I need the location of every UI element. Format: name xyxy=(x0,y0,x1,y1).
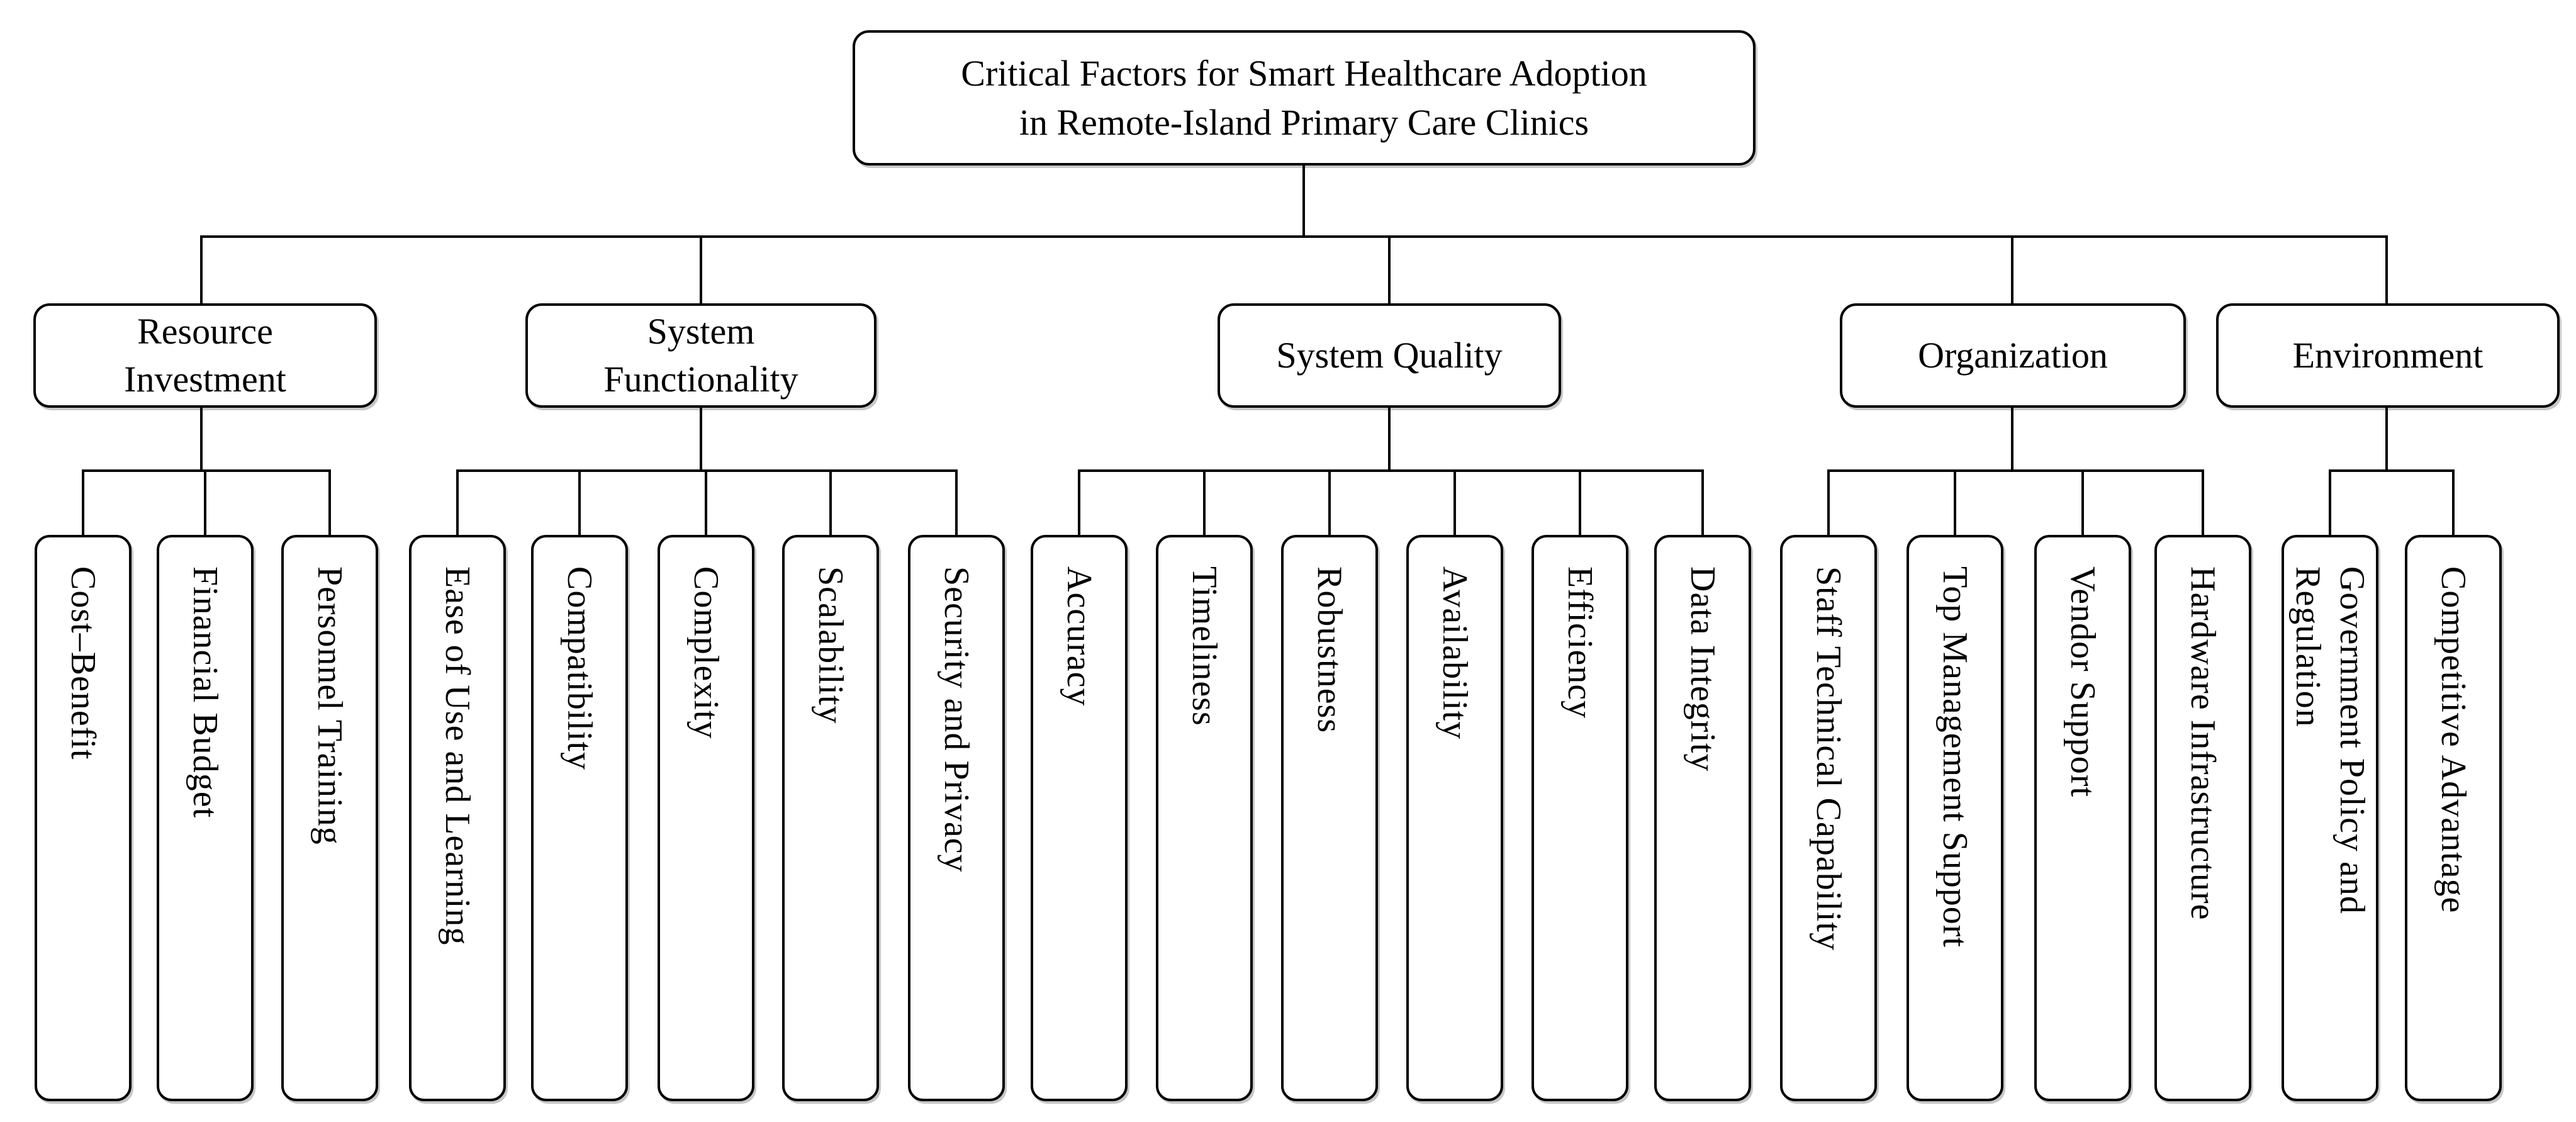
leaf-label: Complexity xyxy=(686,566,725,739)
category-label: System Quality xyxy=(1276,335,1503,376)
category-label: Organization xyxy=(1918,335,2108,376)
leaf-label: Hardware Infrastructure xyxy=(2183,566,2222,921)
leaf-ease-of-use-and-learning: Ease of Use and Learning xyxy=(409,535,506,1101)
leaf-label: Financial Budget xyxy=(186,566,225,819)
leaf-label: Personnel Training xyxy=(310,566,349,845)
leaf-competitive-advantage: Competitive Advantage xyxy=(2405,535,2502,1101)
leaf-security-and-privacy: Security and Privacy xyxy=(908,535,1005,1101)
leaf-scalability: Scalability xyxy=(782,535,879,1101)
leaf-hardware-infrastructure: Hardware Infrastructure xyxy=(2154,535,2251,1101)
leaf-robustness: Robustness xyxy=(1281,535,1378,1101)
category-organization: Organization xyxy=(1840,303,2186,408)
leaf-label: Top Management Support xyxy=(1935,566,1974,948)
category-environment: Environment xyxy=(2216,303,2560,408)
leaf-top-management-support: Top Management Support xyxy=(1907,535,2003,1101)
leaf-label: Security and Privacy xyxy=(937,566,976,873)
leaf-staff-technical-capability: Staff Technical Capability xyxy=(1780,535,1877,1101)
category-label: System Functionality xyxy=(603,311,798,400)
leaf-government-policy-and-regulation: Government Policy and Regulation xyxy=(2282,535,2378,1101)
leaf-financial-budget: Financial Budget xyxy=(157,535,254,1101)
root-node-label: Critical Factors for Smart Healthcare Ad… xyxy=(961,49,1647,147)
leaf-label: Timeliness xyxy=(1185,566,1224,726)
leaf-data-integrity: Data Integrity xyxy=(1654,535,1751,1101)
leaf-label: Competitive Advantage xyxy=(2434,566,2473,914)
category-system-quality: System Quality xyxy=(1218,303,1561,408)
leaf-label: Government Policy and Regulation xyxy=(2288,566,2372,914)
category-label: Environment xyxy=(2292,335,2484,376)
leaf-label: Data Integrity xyxy=(1683,566,1722,772)
leaf-label: Vendor Support xyxy=(2063,566,2102,798)
root-title-line1: Critical Factors for Smart Healthcare Ad… xyxy=(961,52,1647,94)
leaf-label: Efficiency xyxy=(1560,566,1599,719)
category-system-functionality: System Functionality xyxy=(525,303,876,408)
leaf-label: Scalability xyxy=(811,566,850,724)
root-title-line2: in Remote-Island Primary Care Clinics xyxy=(1019,101,1589,143)
leaf-compatibility: Compatibility xyxy=(531,535,628,1101)
leaf-complexity: Complexity xyxy=(658,535,754,1101)
leaf-label: Staff Technical Capability xyxy=(1809,566,1848,951)
leaf-label: Ease of Use and Learning xyxy=(438,566,477,946)
leaf-personnel-training: Personnel Training xyxy=(281,535,378,1101)
leaf-label: Cost–Benefit xyxy=(64,566,103,760)
leaf-cost-benefit: Cost–Benefit xyxy=(35,535,132,1101)
leaf-accuracy: Accuracy xyxy=(1031,535,1128,1101)
leaf-vendor-support: Vendor Support xyxy=(2034,535,2131,1101)
leaf-timeliness: Timeliness xyxy=(1156,535,1253,1101)
leaf-label: Robustness xyxy=(1310,566,1349,734)
leaf-label: Compatibility xyxy=(560,566,599,771)
leaf-efficiency: Efficiency xyxy=(1532,535,1628,1101)
category-label: Resource Investment xyxy=(124,311,286,400)
leaf-availability: Availability xyxy=(1406,535,1503,1101)
leaf-label: Accuracy xyxy=(1060,566,1099,707)
leaf-label: Availability xyxy=(1435,566,1474,740)
category-resource-investment: Resource Investment xyxy=(33,303,377,408)
root-node: Critical Factors for Smart Healthcare Ad… xyxy=(853,30,1756,165)
